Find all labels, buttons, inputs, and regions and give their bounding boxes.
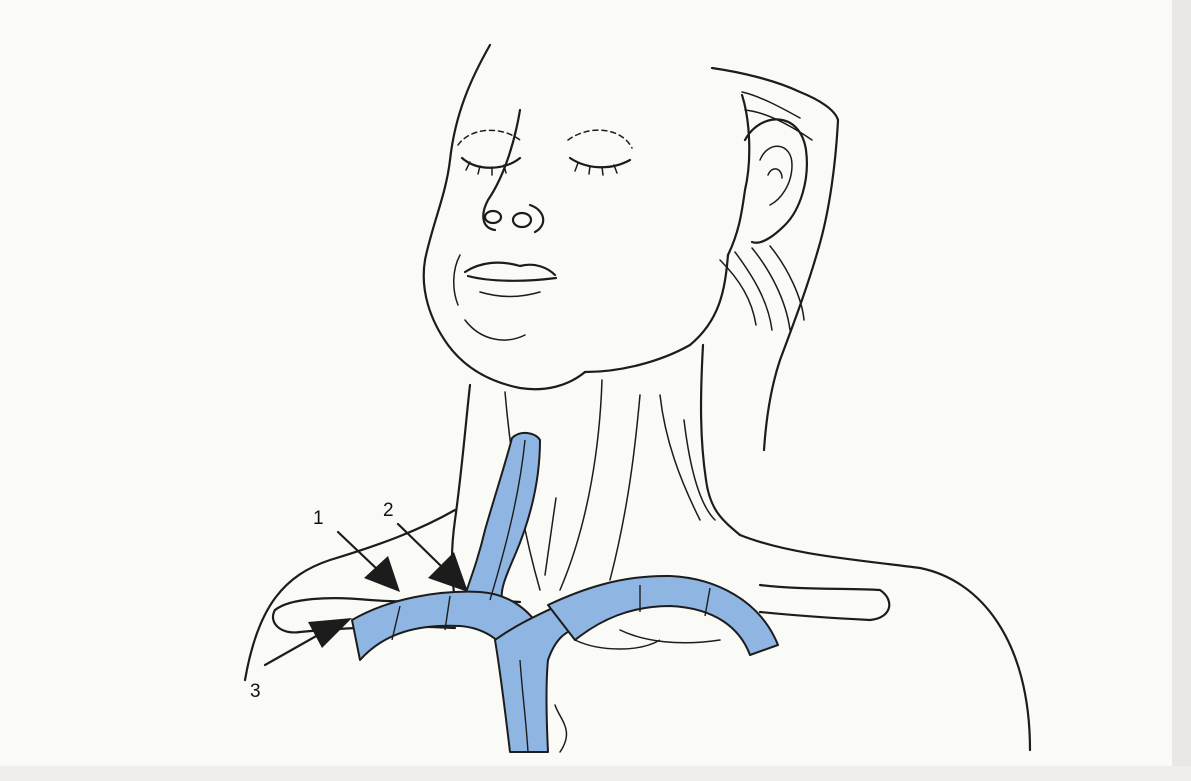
- page-bottom-edge: [0, 766, 1191, 781]
- label-2: 2: [383, 500, 394, 521]
- label-1: 1: [313, 508, 324, 529]
- page-edge-shadow: [1172, 0, 1191, 781]
- label-3: 3: [250, 681, 261, 702]
